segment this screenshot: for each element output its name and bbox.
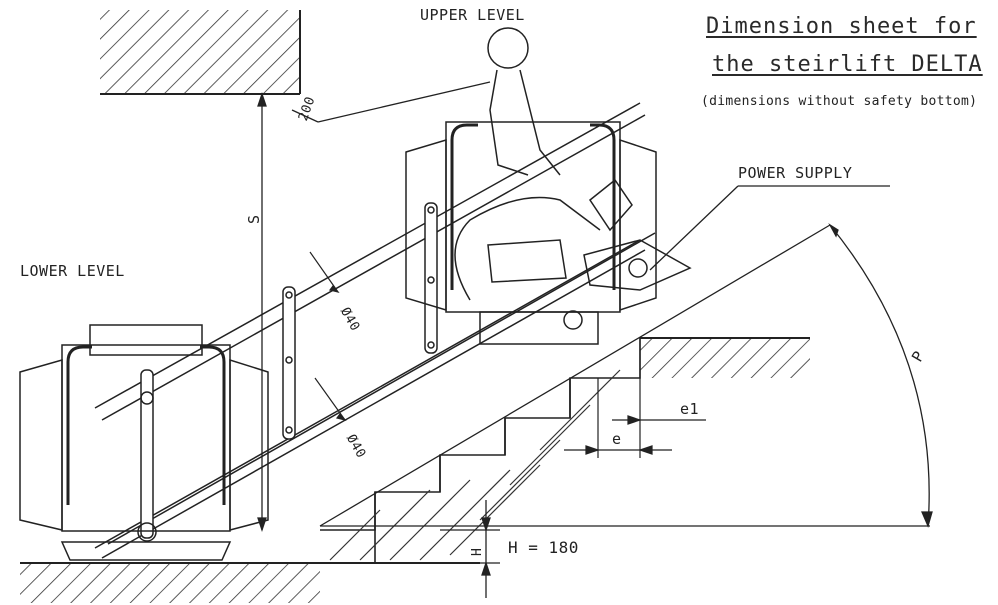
- offset-dimensions: [564, 338, 706, 458]
- ground-hatch: [20, 562, 480, 603]
- incline-angle: [319, 223, 933, 528]
- ceiling-hatch: [100, 10, 301, 95]
- staircase: [320, 338, 641, 564]
- clearance-leader: [291, 81, 491, 123]
- lower-platform: [19, 324, 269, 561]
- power-supply-leader: [649, 185, 890, 271]
- title-line-1: Dimension sheet for: [706, 14, 977, 39]
- upper-platform: [405, 27, 692, 345]
- rail-diameter-leaders: [309, 251, 347, 422]
- subtitle: (dimensions without safety bottom): [701, 94, 978, 109]
- e-label: e: [612, 430, 622, 448]
- dimension-h: [440, 500, 500, 598]
- upper-level-label: UPPER LEVEL: [420, 6, 525, 24]
- rail-system: [94, 102, 656, 559]
- stair-hatch: [329, 369, 621, 561]
- lower-level-label: LOWER LEVEL: [20, 262, 125, 280]
- title-line-2: the steirlift DELTA: [712, 52, 983, 77]
- e1-label: e1: [680, 400, 700, 418]
- dimension-s-label: S: [245, 214, 263, 224]
- dimension-s: [250, 91, 296, 533]
- rail-posts: [140, 202, 438, 539]
- dimension-h-value: H = 180: [508, 538, 579, 557]
- dimension-h-label: H: [470, 547, 485, 556]
- upper-floor-hatch: [640, 337, 810, 378]
- power-supply-label: POWER SUPPLY: [738, 164, 853, 182]
